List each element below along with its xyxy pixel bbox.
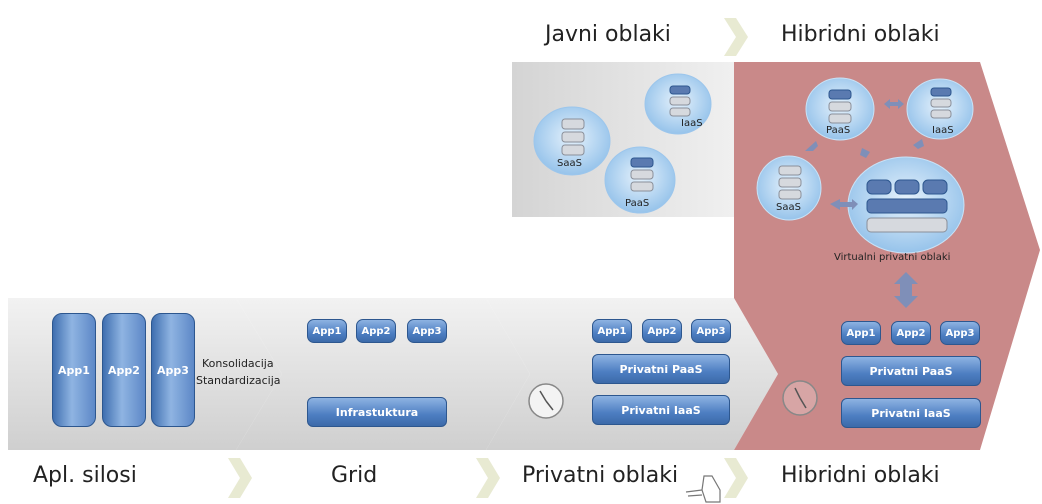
silo-app1: App1 — [52, 313, 96, 427]
cloud-icon — [533, 106, 611, 176]
grid-app3: App3 — [407, 319, 447, 343]
cloud-icon — [906, 78, 974, 140]
hybrid-saas-label: SaaS — [776, 202, 801, 213]
grid-infrastructure: Infrastuktura — [307, 397, 447, 427]
virtual-private-label: Virtualni privatni oblaki — [834, 252, 951, 263]
clock-icon — [782, 380, 818, 416]
hybrid-iaas-label: IaaS — [932, 125, 954, 136]
hybrid-iaas: Privatni IaaS — [841, 398, 981, 428]
hybrid-panel — [734, 62, 1040, 450]
public-saas-label: SaaS — [557, 158, 582, 169]
hybrid-app2: App2 — [891, 321, 931, 345]
cloud-icon — [644, 73, 712, 135]
consolidation-label: Konsolidacija — [202, 357, 274, 370]
silo-app2: App2 — [102, 313, 146, 427]
hybrid-paas-label: PaaS — [826, 125, 851, 136]
public-cloud-title: Javni oblaki — [545, 22, 671, 47]
cloud-icon — [604, 146, 676, 214]
private-app3: App3 — [691, 319, 731, 343]
clock-icon — [528, 383, 564, 419]
hybrid-app3: App3 — [940, 321, 980, 345]
hybrid-bottom-title: Hibridni oblaki — [781, 463, 940, 488]
hybrid-cloud-title: Hibridni oblaki — [781, 22, 940, 47]
private-paas: Privatni PaaS — [592, 354, 730, 384]
cloud-icon — [756, 155, 822, 221]
grid-app2: App2 — [356, 319, 396, 343]
cloud-icon — [805, 77, 875, 141]
silos-title: Apl. silosi — [33, 463, 137, 488]
private-app1: App1 — [592, 319, 632, 343]
private-app2: App2 — [642, 319, 682, 343]
top-arrow-icon — [724, 18, 748, 56]
virtual-private-cloud-icon — [847, 156, 965, 254]
grid-title: Grid — [331, 463, 378, 488]
hybrid-app1: App1 — [841, 321, 881, 345]
bottom-arrow-icon — [228, 458, 252, 498]
connector-arrows — [805, 99, 924, 308]
public-iaas-label: IaaS — [681, 118, 703, 129]
bottom-arrow-icon — [476, 458, 500, 498]
private-title: Privatni oblaki — [522, 463, 679, 488]
hybrid-paas: Privatni PaaS — [841, 356, 981, 386]
hand-pointer-icon — [685, 475, 721, 503]
bottom-arrow-icon — [724, 458, 748, 498]
silo-app3: App3 — [151, 313, 195, 427]
grid-app1: App1 — [307, 319, 347, 343]
private-iaas: Privatni IaaS — [592, 395, 730, 425]
standardization-label: Standardizacija — [196, 374, 281, 387]
public-paas-label: PaaS — [625, 198, 650, 209]
